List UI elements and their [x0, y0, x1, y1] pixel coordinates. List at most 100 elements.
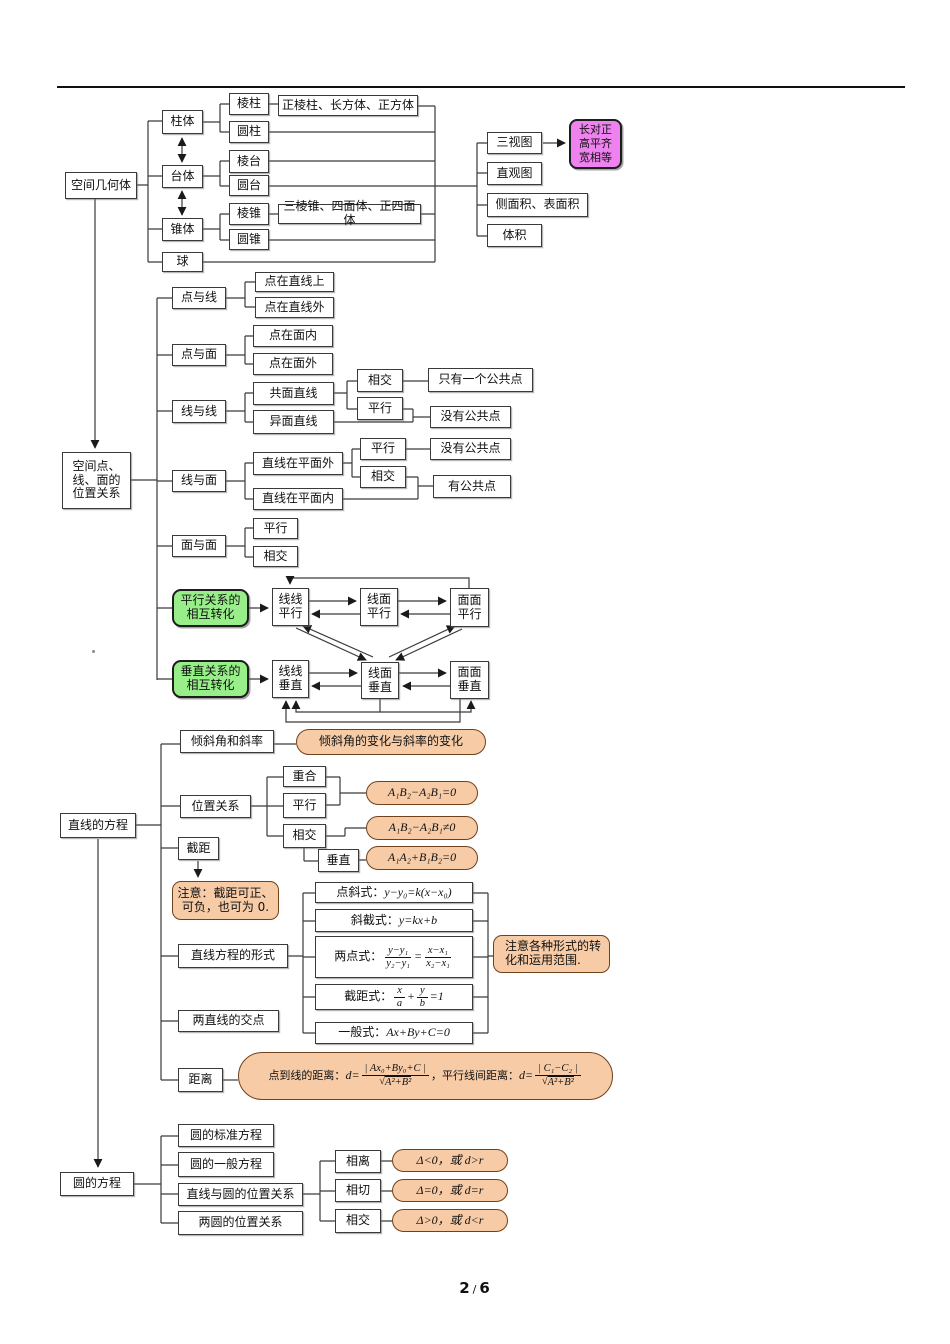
- node-pyramid: 棱锥: [229, 203, 269, 225]
- d-equals: d=: [345, 1068, 360, 1083]
- node-separate: 相离: [335, 1150, 381, 1173]
- node-no-common-1: 没有公共点: [430, 406, 511, 428]
- node-relations-root: 空间点、 线、面的 位置关系: [62, 452, 131, 509]
- node-line-eq-root: 直线的方程: [60, 813, 136, 838]
- formula-point-slope: 点斜式：y−y₀=k(x−x₀): [315, 882, 473, 903]
- denominator: x₂−x₁: [426, 957, 450, 969]
- node-line-line: 线与线: [172, 400, 226, 423]
- node-three-view-rule: 长对正 高平齐 宽相等: [569, 119, 622, 169]
- formula-label: 点斜式：: [336, 884, 385, 899]
- node-skew-lines: 异面直线: [253, 410, 334, 434]
- node-point-in-plane: 点在面内: [253, 325, 333, 347]
- formula-body: y−y₀=k(x−x₀): [384, 884, 452, 899]
- node-two-lines-intersection: 两直线的交点: [178, 1010, 279, 1032]
- node-slope: 倾斜角和斜率: [180, 730, 274, 753]
- note-slope-change: 倾斜角的变化与斜率的变化: [296, 729, 486, 755]
- formula-label: 点到线的距离：: [268, 1068, 346, 1082]
- equals: =1: [429, 989, 444, 1004]
- node-no-common-2: 没有公共点: [430, 438, 511, 460]
- node-perpendicular: 垂直: [318, 849, 359, 872]
- node-parallel-2: 平行: [360, 438, 406, 460]
- node-surface-area: 侧面积、表面积: [487, 193, 588, 217]
- node-intercept: 截距: [178, 837, 219, 860]
- numerator: | Ax₀+By₀+C |: [361, 1063, 430, 1076]
- numerator: x: [394, 985, 405, 998]
- numerator: x−x₁: [424, 945, 451, 958]
- node-prism-examples: 正棱柱、长方体、正方体: [278, 95, 418, 116]
- node-prism-frustum: 棱台: [229, 150, 269, 173]
- node-line-forms: 直线方程的形式: [178, 944, 288, 968]
- node-prism: 棱柱: [229, 93, 269, 115]
- node-intersect-3: 相交: [253, 546, 298, 567]
- node-volume: 体积: [487, 224, 542, 247]
- page-total: 6: [479, 1279, 491, 1297]
- radical: √: [379, 1076, 386, 1087]
- node-parallel-1: 平行: [357, 397, 403, 420]
- node-point-plane: 点与面: [172, 344, 226, 366]
- node-intersect-1: 相交: [357, 369, 403, 392]
- d-equals: d=: [519, 1068, 534, 1083]
- denominator: √A²+B²: [540, 1076, 576, 1089]
- fraction: | C₁−C₂ |√A²+B²: [535, 1063, 581, 1089]
- node-cone-group: 锥体: [162, 218, 203, 241]
- node-tangent: 相切: [335, 1179, 381, 1202]
- stray-dot: [92, 650, 95, 653]
- equals: =: [413, 949, 423, 964]
- formula-perpendicular: A₁A₂+B₁B₂=0: [366, 846, 478, 870]
- node-parallel-transform: 平行关系的 相互转化: [172, 589, 249, 627]
- formula-label: 两点式：: [334, 949, 383, 964]
- node-space-solids: 空间几何体: [65, 172, 137, 199]
- formula-tangent: Δ=0，或 d=r: [392, 1179, 508, 1202]
- node-round-cone: 圆锥: [229, 229, 269, 250]
- node-line-plane: 线与面: [172, 470, 226, 492]
- numerator: | C₁−C₂ |: [535, 1063, 581, 1076]
- denominator: a: [396, 997, 403, 1009]
- page-separator: /: [472, 1283, 478, 1296]
- node-ll-parallel: 线线 平行: [272, 588, 309, 626]
- node-pp-perp: 面面 垂直: [450, 661, 489, 699]
- node-frustum-group: 台体: [162, 165, 203, 188]
- node-cylinder-group: 柱体: [162, 110, 203, 134]
- denominator: b: [419, 997, 425, 1009]
- node-three-views: 三视图: [487, 132, 542, 154]
- numerator: y: [417, 985, 428, 998]
- node-only-one-common: 只有一个公共点: [428, 368, 533, 392]
- node-pyramid-examples: 三棱锥、四面体、正四面体: [278, 199, 421, 227]
- node-line-circle-relation: 直线与圆的位置关系: [178, 1183, 303, 1206]
- node-circle-general: 圆的一般方程: [178, 1152, 274, 1177]
- denominator: y₂−y₁: [386, 957, 410, 969]
- node-point-out-plane: 点在面外: [253, 353, 333, 375]
- numerator: y−y₁: [385, 945, 412, 958]
- node-round-cylinder: 圆柱: [229, 121, 269, 143]
- node-point-off-line: 点在直线外: [255, 297, 334, 318]
- node-distance: 距离: [178, 1068, 223, 1092]
- node-point-line: 点与线: [172, 287, 226, 309]
- node-cone-frustum: 圆台: [229, 175, 269, 196]
- node-circle-standard: 圆的标准方程: [178, 1124, 274, 1147]
- fraction: | Ax₀+By₀+C |√A²+B²: [361, 1063, 430, 1089]
- radical: √: [541, 1076, 548, 1087]
- page-number: 2: [459, 1279, 471, 1297]
- node-plane-plane: 面与面: [172, 535, 226, 557]
- node-lp-perp: 线面 垂直: [361, 662, 399, 699]
- node-perp-transform: 垂直关系的 相互转化: [172, 660, 249, 698]
- node-pp-parallel: 面面 平行: [450, 588, 489, 627]
- formula-body: Ax+By+C=0: [386, 1025, 450, 1040]
- node-have-common: 有公共点: [433, 475, 511, 498]
- denominator: √A²+B²: [377, 1076, 413, 1089]
- formula-distance: 点到线的距离：d= | Ax₀+By₀+C |√A²+B² ， 平行线间距离：d…: [238, 1052, 613, 1100]
- node-parallel-3: 平行: [253, 518, 298, 539]
- node-intersect-circle: 相交: [335, 1209, 381, 1233]
- formula-label: 一般式：: [338, 1025, 387, 1040]
- node-two-circles-relation: 两圆的位置关系: [178, 1211, 303, 1235]
- separator: ，: [431, 1068, 443, 1082]
- node-sphere: 球: [162, 252, 203, 272]
- header-rule: [57, 86, 905, 88]
- formula-intersect-circle: Δ>0，或 d<r: [392, 1209, 508, 1232]
